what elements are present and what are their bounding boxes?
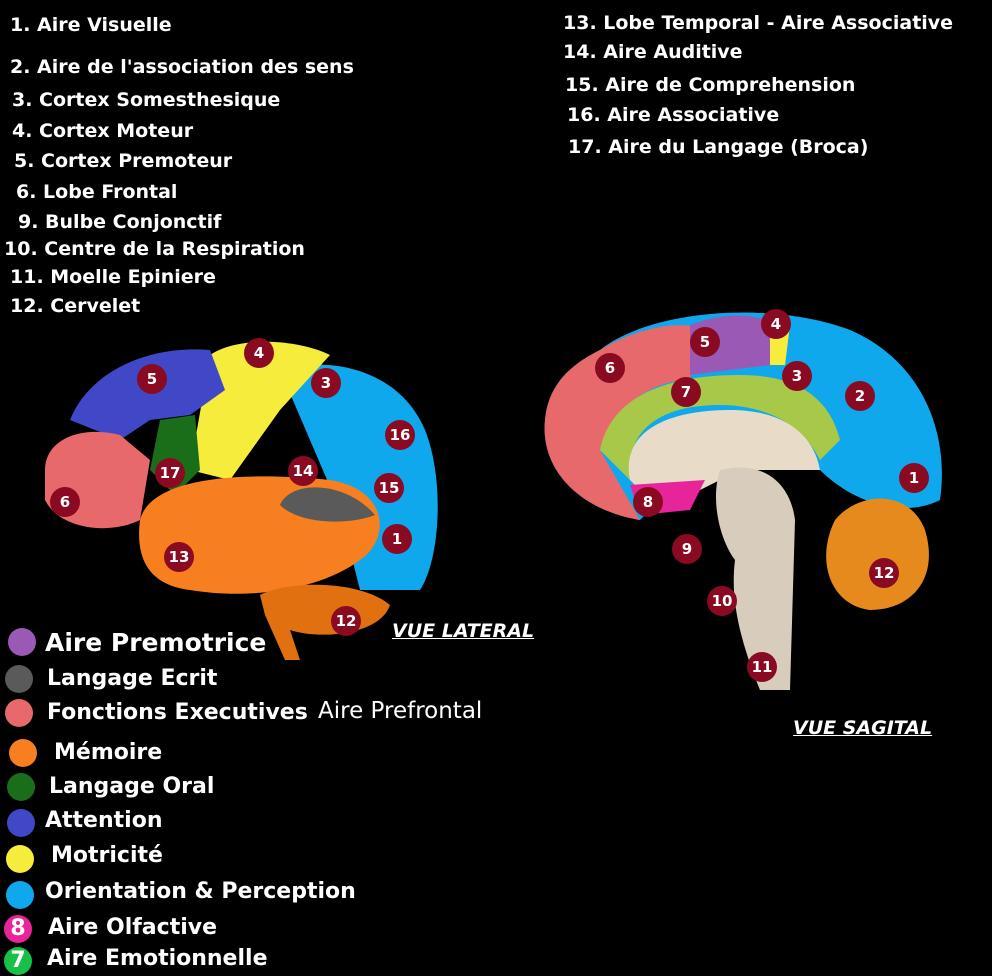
list-item: 9. Bulbe Conjonctif bbox=[18, 211, 222, 233]
legend-swatch-gray bbox=[5, 665, 33, 693]
sagittal-brain bbox=[544, 312, 942, 690]
legend-swatch-magenta: 8 bbox=[4, 915, 32, 943]
region-marker: 1 bbox=[382, 524, 412, 554]
sagittal-view-label: VUE SAGITAL bbox=[793, 717, 933, 739]
list-item: 5. Cortex Premoteur bbox=[14, 150, 233, 172]
legend-label: Motricité bbox=[51, 843, 163, 868]
legend-swatch-yellow bbox=[6, 845, 34, 873]
legend-label: Orientation & Perception bbox=[45, 879, 356, 904]
legend-swatch-orange bbox=[9, 739, 37, 767]
list-item: 12. Cervelet bbox=[10, 295, 141, 317]
region-marker: 17 bbox=[155, 458, 185, 488]
region-marker: 12 bbox=[869, 558, 899, 588]
list-item: 2. Aire de l'association des sens bbox=[10, 56, 354, 78]
region-marker: 5 bbox=[137, 364, 167, 394]
region-marker: 13 bbox=[164, 542, 194, 572]
region-marker: 2 bbox=[845, 381, 875, 411]
legend-label: Aire Premotrice bbox=[45, 628, 267, 657]
list-item: 4. Cortex Moteur bbox=[12, 120, 194, 142]
region-marker: 3 bbox=[311, 368, 341, 398]
list-item: 11. Moelle Epiniere bbox=[10, 266, 216, 288]
legend-label: Mémoire bbox=[54, 740, 163, 765]
region-marker: 14 bbox=[288, 456, 318, 486]
region-marker: 9 bbox=[672, 534, 702, 564]
list-item: 1. Aire Visuelle bbox=[10, 14, 172, 36]
region-marker: 12 bbox=[331, 606, 361, 636]
region-marker: 10 bbox=[707, 586, 737, 616]
lateral-brain bbox=[45, 341, 438, 660]
region-marker: 4 bbox=[761, 309, 791, 339]
region-marker: 4 bbox=[244, 338, 274, 368]
lateral-view-label: VUE LATERAL bbox=[392, 620, 535, 642]
list-item: 14. Aire Auditive bbox=[563, 41, 743, 63]
list-item: 16. Aire Associative bbox=[567, 104, 780, 126]
legend-swatch-light-blue bbox=[6, 881, 34, 909]
legend-label: Langage Ecrit bbox=[47, 666, 218, 691]
legend-swatch-green bbox=[7, 773, 35, 801]
region-marker: 15 bbox=[374, 473, 404, 503]
region-marker: 7 bbox=[671, 377, 701, 407]
region-marker: 5 bbox=[690, 327, 720, 357]
region-marker: 6 bbox=[50, 487, 80, 517]
list-item: 3. Cortex Somesthesique bbox=[12, 89, 281, 111]
list-item: 15. Aire de Comprehension bbox=[565, 74, 856, 96]
legend-swatch-salmon bbox=[5, 699, 33, 727]
region-marker: 1 bbox=[899, 463, 929, 493]
region-marker: 11 bbox=[747, 652, 777, 682]
legend-label: Fonctions Executives bbox=[47, 700, 308, 725]
list-item: 17. Aire du Langage (Broca) bbox=[568, 136, 869, 158]
legend-note: Aire Prefrontal bbox=[318, 698, 483, 724]
legend-label: Aire Emotionnelle bbox=[47, 946, 268, 971]
legend-label: Langage Oral bbox=[49, 774, 215, 799]
list-item: 6. Lobe Frontal bbox=[16, 181, 178, 203]
list-item: 13. Lobe Temporal - Aire Associative bbox=[563, 12, 954, 34]
legend-swatch-blue bbox=[7, 809, 35, 837]
region-marker: 16 bbox=[385, 420, 415, 450]
legend-swatch-purple bbox=[8, 628, 36, 656]
legend-label: Attention bbox=[45, 808, 163, 833]
legend-label: Aire Olfactive bbox=[48, 915, 218, 940]
region-marker: 8 bbox=[633, 487, 663, 517]
legend-swatch-bright-green: 7 bbox=[4, 947, 32, 975]
list-item: 10. Centre de la Respiration bbox=[4, 238, 305, 260]
region-marker: 3 bbox=[782, 361, 812, 391]
region-marker: 6 bbox=[595, 353, 625, 383]
